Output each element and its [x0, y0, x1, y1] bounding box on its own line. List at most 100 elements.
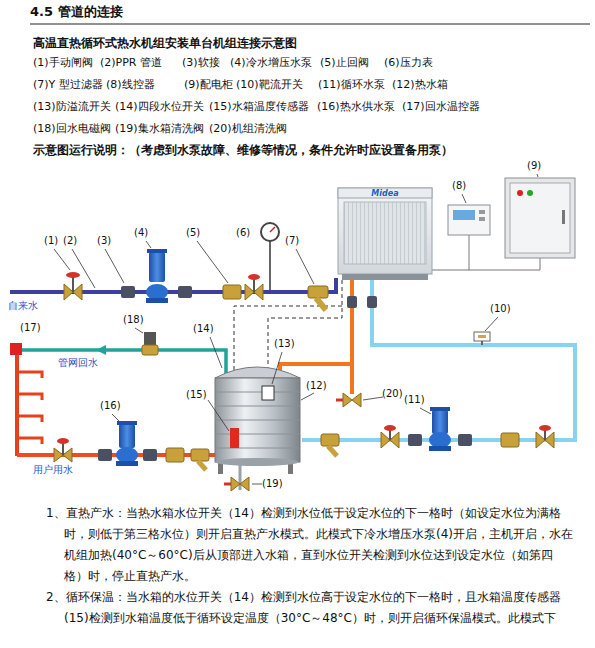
- leader-line: [272, 352, 282, 384]
- callout-number: (20): [382, 388, 403, 400]
- circulation-pump: [429, 446, 451, 451]
- gate-valve: [539, 425, 551, 431]
- drain-valve: [231, 477, 249, 491]
- heat-pump-unit: [338, 188, 432, 280]
- hot-water-tank: [215, 406, 300, 407]
- legend-key-item: (2)PPR 管道: [100, 56, 162, 69]
- check-valve: [166, 433, 519, 462]
- hot-water-tank: [215, 378, 300, 462]
- legend-key-item: (15)水箱温度传感器: [209, 100, 309, 113]
- body-paragraph: 2、循环保温：当水箱的水位开关（14）检测到水位高于设定水位的下一格时，且水箱温…: [64, 587, 574, 629]
- electric-cabinet: [562, 210, 565, 224]
- pipe: [15, 350, 19, 456]
- leader-line: [462, 194, 466, 203]
- legend-key-item: (4)冷水增压水泵: [230, 56, 312, 69]
- legend-key-item: (17)回水温控器: [402, 100, 480, 113]
- electric-cabinet: [527, 190, 533, 196]
- callout-number: (10): [490, 303, 511, 315]
- heat-pump-unit: [338, 188, 432, 274]
- cleaning-valve: [336, 399, 343, 402]
- booster-pump: [147, 249, 167, 253]
- pipe: [10, 278, 575, 490]
- y-strainer: [308, 286, 328, 298]
- pipe: [17, 438, 42, 444]
- callout-number: (15): [186, 389, 207, 401]
- callout-number: (19): [262, 478, 283, 490]
- callout-number: (18): [123, 314, 144, 326]
- y-strainer: [328, 446, 337, 456]
- gate-valve: [253, 279, 255, 292]
- legend-key-item: (9)配电柜: [184, 78, 233, 91]
- legend-key-item: (6)压力表: [384, 56, 433, 69]
- brand-logo-text: Midea: [338, 188, 432, 198]
- y-strainer: [191, 449, 209, 461]
- soft-joint: [98, 434, 472, 461]
- pipe: [10, 278, 336, 292]
- hot-water-tank: [215, 367, 300, 474]
- wiring: [268, 280, 342, 384]
- header-rule: [30, 24, 590, 25]
- diagram-title: 高温直热循环式热水机组安装单台机组连接示意图: [33, 36, 297, 50]
- flow-label: 自来水: [8, 300, 38, 312]
- callout-number: (11): [404, 394, 425, 406]
- callout-number: (14): [193, 323, 214, 335]
- callout-number: (12): [306, 380, 327, 392]
- callout-number: (7): [285, 235, 299, 247]
- flow-label: 管网回水: [58, 357, 98, 369]
- pressure-gauge: [269, 241, 271, 290]
- soft-joint: [178, 286, 192, 298]
- circulation-pump: [429, 432, 451, 448]
- legend-key-item: (11)循环水泵: [318, 78, 385, 91]
- y-strainer: [316, 298, 326, 310]
- pipe: [17, 372, 42, 378]
- y-strainer: [321, 434, 339, 446]
- pipe: [280, 278, 352, 370]
- pressure-gauge: [261, 223, 279, 290]
- heat-pump-unit: [338, 188, 432, 198]
- electric-cabinet: [517, 190, 523, 196]
- electric-cabinet: [505, 178, 575, 258]
- flow-switch: [474, 332, 490, 341]
- pipe: [17, 416, 42, 422]
- legend-key-item: (16)热水供水泵: [317, 100, 395, 113]
- flow-switch: [474, 332, 490, 345]
- gate-valve: [57, 438, 69, 444]
- legend-key-item: (10)靶流开关: [236, 78, 303, 91]
- wire-controller: [453, 210, 475, 220]
- temperature-sensor: [230, 428, 239, 448]
- callout-number: (8): [452, 180, 466, 192]
- soft-joint: [367, 296, 377, 308]
- soft-joint: [143, 449, 157, 461]
- leader-line: [72, 249, 95, 288]
- pressure-gauge: [270, 227, 275, 232]
- solenoid-valve: [144, 332, 156, 345]
- legend-key-item: (19)集水箱清洗阀: [115, 122, 204, 135]
- callout-number: (6): [236, 227, 250, 239]
- gate-valve: [66, 272, 80, 278]
- y-strainer: [198, 461, 206, 470]
- cleaning-valve: [336, 393, 361, 407]
- check-valve: [223, 285, 241, 299]
- heat-pump-unit: [342, 274, 428, 280]
- leader-line: [105, 249, 124, 283]
- callout-number: (9): [527, 160, 541, 172]
- callout-number: (3): [97, 235, 111, 247]
- heat-pump-unit: [344, 202, 426, 264]
- legend-key-item: (5)止回阀: [320, 56, 369, 69]
- legend-key-item: (7)Y 型过滤器: [33, 78, 103, 91]
- callout-number: (5): [186, 227, 200, 239]
- leader-line: [252, 484, 262, 485]
- leader-line: [296, 249, 314, 284]
- hot-water-tank: [215, 434, 300, 435]
- check-valve: [223, 285, 241, 299]
- booster-pump: [146, 284, 168, 300]
- hot-water-tank: [215, 367, 300, 378]
- hot-water-tank: [215, 458, 299, 466]
- pipe: [302, 278, 575, 440]
- hot-water-tank: [215, 448, 300, 449]
- legend-key-item: (13)防溢流开关: [33, 100, 111, 113]
- booster-pump: [146, 298, 168, 303]
- soft-joint: [121, 286, 135, 298]
- gate-valve: [72, 277, 74, 292]
- booster-pump: [149, 252, 165, 282]
